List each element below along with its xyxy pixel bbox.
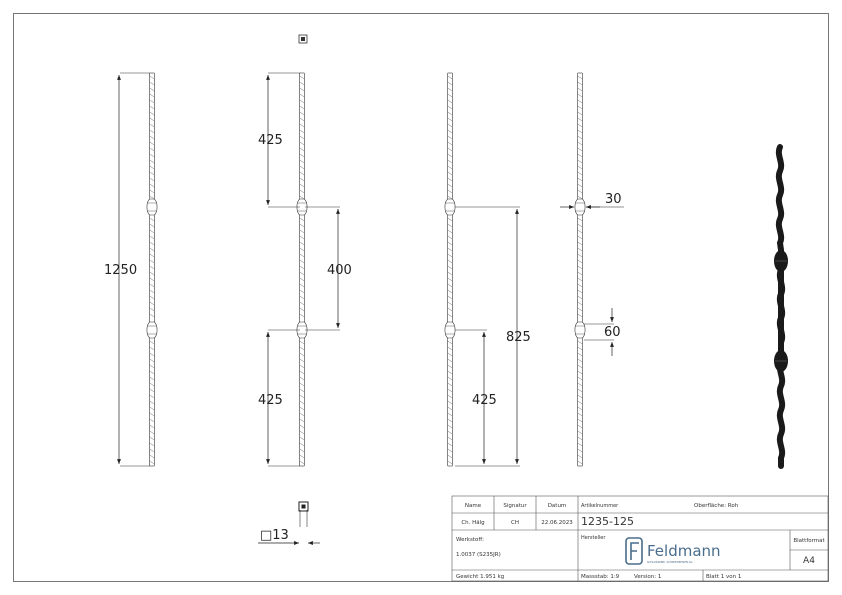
cross-section-detail: □13 [258, 501, 320, 545]
dim-bottom-segment-side: 425 [472, 393, 497, 408]
version: Version: 1 [634, 574, 661, 580]
material: 1.0037 (S235JR) [456, 552, 501, 558]
baluster-3d-render [774, 144, 788, 469]
dim-knuckle-diameter: 30 [605, 192, 622, 207]
header-signatur: Signatur [503, 503, 527, 509]
article-number: 1235-125 [581, 515, 634, 528]
brand-tagline: SCHLOSSEREI, SCHMIEDEEISEN AG [647, 560, 692, 564]
drawing-frame [13, 13, 829, 582]
feldmann-logo: Feldmann SCHLOSSEREI, SCHMIEDEEISEN AG [625, 537, 721, 565]
baluster-bar [444, 72, 456, 467]
article-number-label: Artikelnummer [581, 503, 619, 509]
sheet-number: Blatt 1 von 1 [706, 574, 741, 580]
surface-finish: Oberfläche: Roh [694, 503, 739, 509]
title-block-text: Name Signatur Datum Ch. Hälg CH 22.06.20… [456, 503, 826, 580]
dim-middle-segment: 400 [327, 263, 352, 278]
dim-knuckle-span: 825 [506, 330, 531, 345]
header-datum: Datum [548, 503, 567, 509]
dim-bottom-segment: 425 [258, 393, 283, 408]
baluster-view-2: 425 400 425 [258, 72, 352, 467]
material-label: Werkstoff: [456, 537, 484, 543]
manufacturer-label: Hersteller [581, 535, 606, 541]
dim-square-section: □13 [260, 528, 289, 543]
baluster-bar [296, 72, 308, 467]
author-name: Ch. Hälg [461, 520, 484, 526]
drawing-date: 22.06.2023 [541, 520, 573, 526]
title-block [451, 495, 829, 582]
sheet-format: A4 [803, 556, 815, 566]
brand-name: Feldmann [647, 542, 721, 560]
sheet-format-label: Blattformat [793, 538, 825, 544]
dim-knuckle-length: 60 [604, 325, 621, 340]
dim-top-segment: 425 [258, 133, 283, 148]
dim-overall-length: 1250 [104, 263, 137, 278]
weight: Gewicht 1.951 kg [456, 574, 504, 580]
baluster-bar [574, 72, 586, 467]
author-signature: CH [511, 520, 519, 526]
scale: Massstab: 1:9 [581, 574, 620, 580]
baluster-view-3: 825 425 [444, 72, 531, 467]
baluster-view-1: 1250 [104, 72, 158, 467]
baluster-view-4: 30 60 [560, 72, 624, 467]
section-view-symbol [298, 34, 308, 44]
baluster-bar [146, 72, 158, 467]
header-name: Name [465, 503, 482, 509]
